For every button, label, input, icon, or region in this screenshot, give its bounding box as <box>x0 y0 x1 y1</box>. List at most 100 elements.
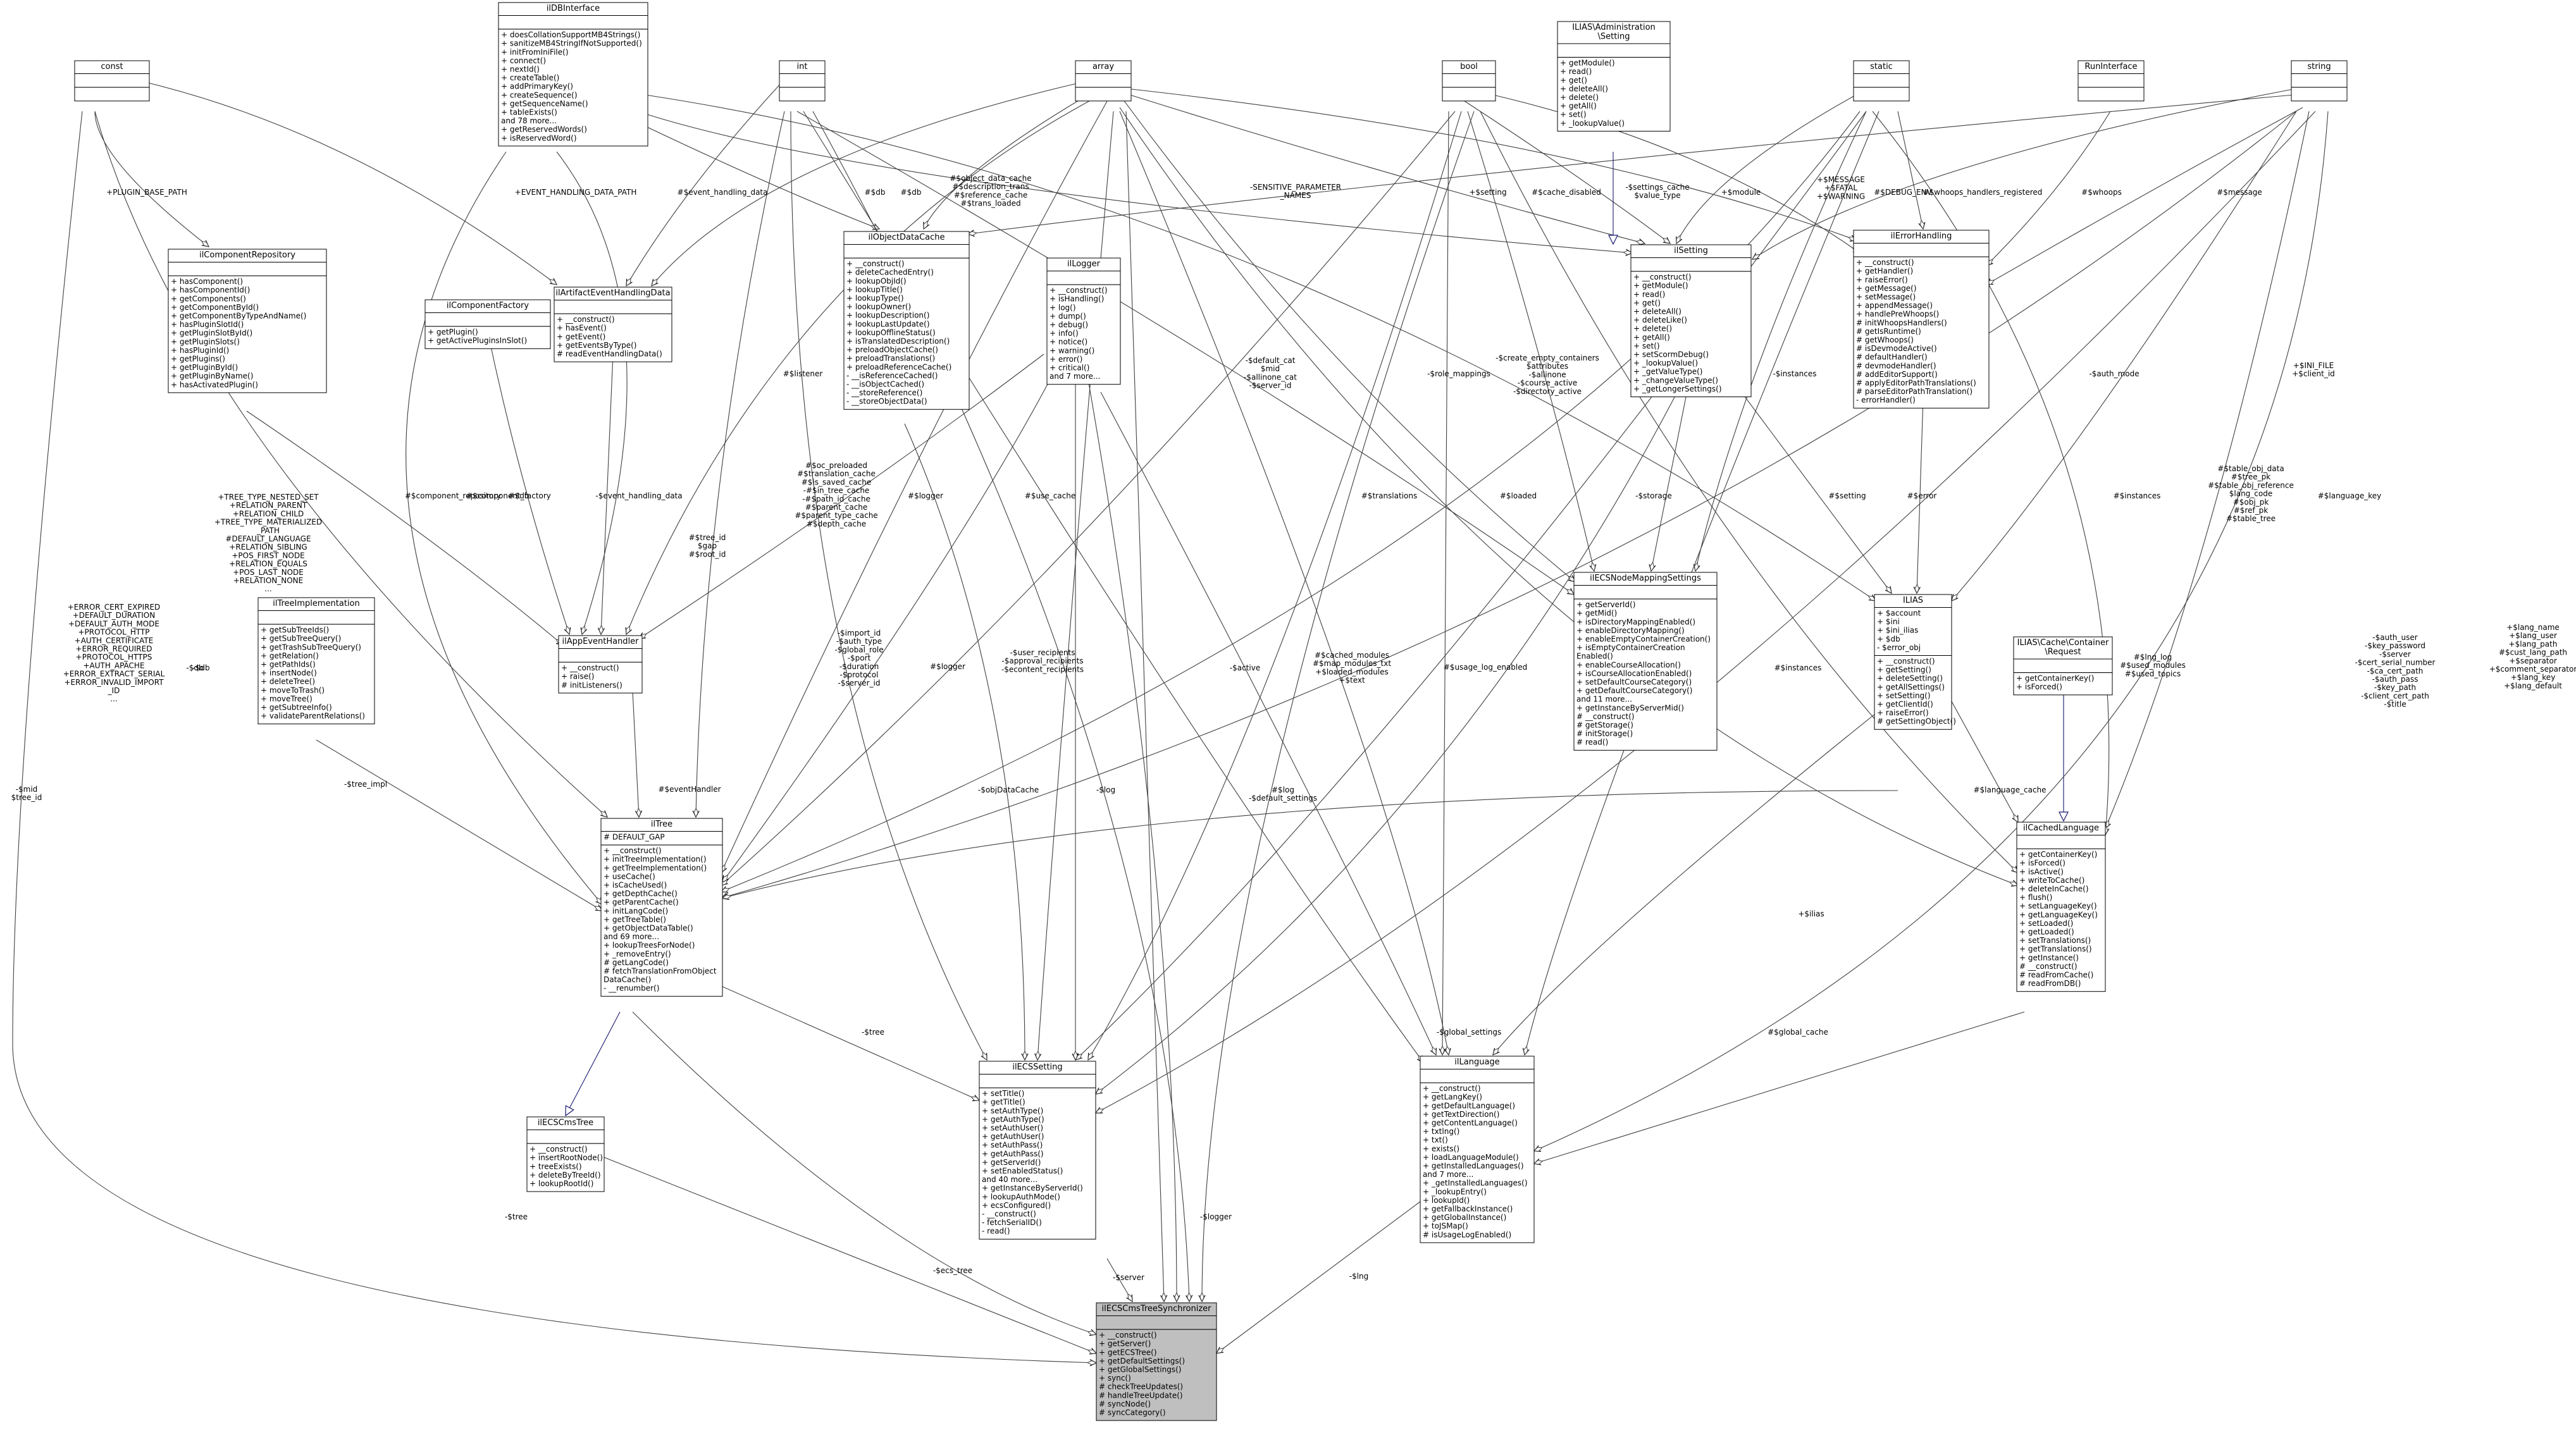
class-operation: + read() <box>1560 67 1592 76</box>
class-attributes-box <box>1442 73 1496 88</box>
edge-label-tree_id: #$tree_id$gap#$root_id <box>689 533 726 558</box>
class-name: \Request <box>2045 648 2081 657</box>
class-name: const <box>101 62 123 71</box>
edge-label-language_cache: #$language_cache <box>1973 785 2046 794</box>
edge-array-ilcachedlanguage <box>1119 107 2018 885</box>
edge-label-use_cache: #$use_cache <box>1025 491 1075 500</box>
edge-label-line: #$depth_cache <box>807 519 866 528</box>
edge-label-event_handler: #$eventHandler <box>658 785 721 794</box>
composition-diamond <box>722 874 728 883</box>
class-operation: + _getLongerSettings() <box>1633 385 1722 393</box>
class-operation: + getModule() <box>1560 59 1615 68</box>
class-operation: + getEvent() <box>557 332 605 341</box>
edge-label-obj_data_cache: -$objDataCache <box>978 785 1039 794</box>
class-operation: + notice() <box>1050 338 1087 347</box>
edge-label-line: #$translation_cache <box>797 469 876 478</box>
edge-label-line: +TREE_TYPE_MATERIALIZED <box>214 518 322 527</box>
class-operations-box <box>2013 672 2113 696</box>
edge-ilsetting-ilias <box>1733 381 1892 593</box>
edge-label-line: -$instances <box>1773 369 1816 378</box>
edge-label-line: #$parent_type_cache <box>795 511 877 520</box>
class-operation: + getPlugin() <box>428 328 478 336</box>
class-name: static <box>1870 62 1893 71</box>
edge-label-line: -$client_cert_path <box>2361 691 2429 700</box>
edge-label-line: -SENSITIVE_PARAMETER <box>1250 183 1341 192</box>
class-operation: + getAllSettings() <box>1877 682 1945 691</box>
edge-label-auth_mode: -$auth_mode <box>2089 369 2139 378</box>
edge-label-language_key: #$language_key <box>2318 491 2382 500</box>
edge-array-ilsetting <box>1129 94 1645 243</box>
edge-label-line: #$loaded <box>1500 491 1537 500</box>
class-attributes-box <box>74 73 150 88</box>
edge-label-line: -$create_empty_containers <box>1495 354 1599 362</box>
edge-string-ilias <box>1952 111 2297 601</box>
edge-int-iltree <box>696 111 785 817</box>
class-ilecsnodemappingsettings: ilECSNodeMappingSettings+ getServerId()+… <box>1573 572 1718 751</box>
edge-string-ilcachedlanguage <box>2105 111 2310 828</box>
class-operation: + __construct() <box>846 259 905 268</box>
edge-label-global_cache: #$global_cache <box>1768 1028 1828 1037</box>
edge-label-table_obj_data: #$table_obj_data#$tree_pk#$table_obj_ref… <box>2208 464 2294 523</box>
composition-diamond <box>970 1096 981 1101</box>
edge-label-line: -$server <box>1113 1273 1144 1282</box>
edge-label-line: +$lang_user <box>2509 631 2557 640</box>
edge-label-error: #$error <box>1907 491 1937 500</box>
edge-label-line: #$use_cache <box>1025 491 1075 500</box>
class-operation: + isCacheUsed() <box>604 881 667 890</box>
class-bool: bool <box>1442 60 1496 102</box>
class-operation: + treeExists() <box>529 1162 582 1171</box>
composition-diamond <box>1566 589 1575 595</box>
class-operations-box <box>554 313 672 362</box>
class-attributes-box <box>779 73 826 88</box>
class-operation: + lookupLastUpdate() <box>846 319 930 328</box>
class-operations-box <box>1853 87 1910 102</box>
class-operation: + enableEmptyContainerCreation() <box>1576 635 1711 644</box>
edge-array-ilobjectdatacache <box>924 94 1089 229</box>
composition-diamond <box>1951 593 1958 601</box>
class-operation: + __construct() <box>529 1145 588 1154</box>
edge-ilcomponentfactory-ilapppeventhandler <box>486 328 569 634</box>
class-operation: + warning() <box>1050 346 1094 355</box>
class-name: ilComponentRepository <box>199 250 295 260</box>
class-operation: + exists() <box>1423 1144 1459 1153</box>
edge-label-tree_link: -$tree <box>862 1028 884 1037</box>
composition-diamond <box>1523 1045 1528 1056</box>
class-operation: + __construct() <box>1099 1331 1157 1340</box>
class-operation: + setSetting() <box>1877 691 1931 700</box>
class-operation: # getWhoops() <box>1856 336 1914 345</box>
edge-label-line: -$db <box>186 663 203 672</box>
edge-label-line: #$logger <box>930 662 965 671</box>
class-operation: + getPluginSlotById() <box>171 329 252 338</box>
class-operation: # isDevmodeActive() <box>1856 344 1937 353</box>
edge-label-message_fatal: +$MESSAGE+$FATAL+$WARNING <box>1817 175 1865 200</box>
edge-label-settings_cache: -$settings_cache$value_type <box>1625 183 1689 200</box>
class-operation: + hasActivatedPlugin() <box>171 380 258 389</box>
class-attributes-box <box>2013 658 2113 674</box>
class-int: int <box>779 60 826 102</box>
edge-label-line: #$error <box>1907 491 1937 500</box>
class-operations-box <box>2078 87 2145 102</box>
class-operation: + getInstance() <box>2019 953 2079 962</box>
class-name: ilECSSetting <box>1012 1062 1062 1072</box>
class-title-box <box>1557 21 1671 44</box>
class-runinterface: RunInterface <box>2078 60 2145 102</box>
edge-label-line: #$oc_preloaded <box>805 461 867 470</box>
edge-label-line: #$translations <box>1361 491 1417 500</box>
class-operation: + __construct() <box>1050 286 1108 295</box>
class-operation: + isCourseAllocationEnabled() <box>1576 669 1692 678</box>
edge-label-line: -$db <box>192 663 209 672</box>
class-operation: + getAuthType() <box>982 1115 1044 1124</box>
edge-label-setting_ilias: #$setting <box>1828 491 1866 500</box>
class-operation: # readFromCache() <box>2019 971 2093 980</box>
edge-label-plugin_base_path: +PLUGIN_BASE_PATH <box>106 188 187 197</box>
class-attributes-box <box>1046 271 1121 285</box>
edge-label-sensitive: -SENSITIVE_PARAMETER_NAMES <box>1250 183 1341 200</box>
class-operation: - fetchSerialID() <box>982 1218 1042 1227</box>
class-operation: + isActive() <box>2019 867 2064 876</box>
composition-diamond <box>1035 1050 1041 1061</box>
edge-label-line: -$active <box>1230 663 1260 672</box>
edge-label-line: -$global_role <box>834 645 883 654</box>
edge-label-line: _NAMES <box>1280 191 1311 200</box>
class-operation: + setDefaultCourseCategory() <box>1576 678 1692 687</box>
composition-diamond <box>1087 1331 1098 1336</box>
